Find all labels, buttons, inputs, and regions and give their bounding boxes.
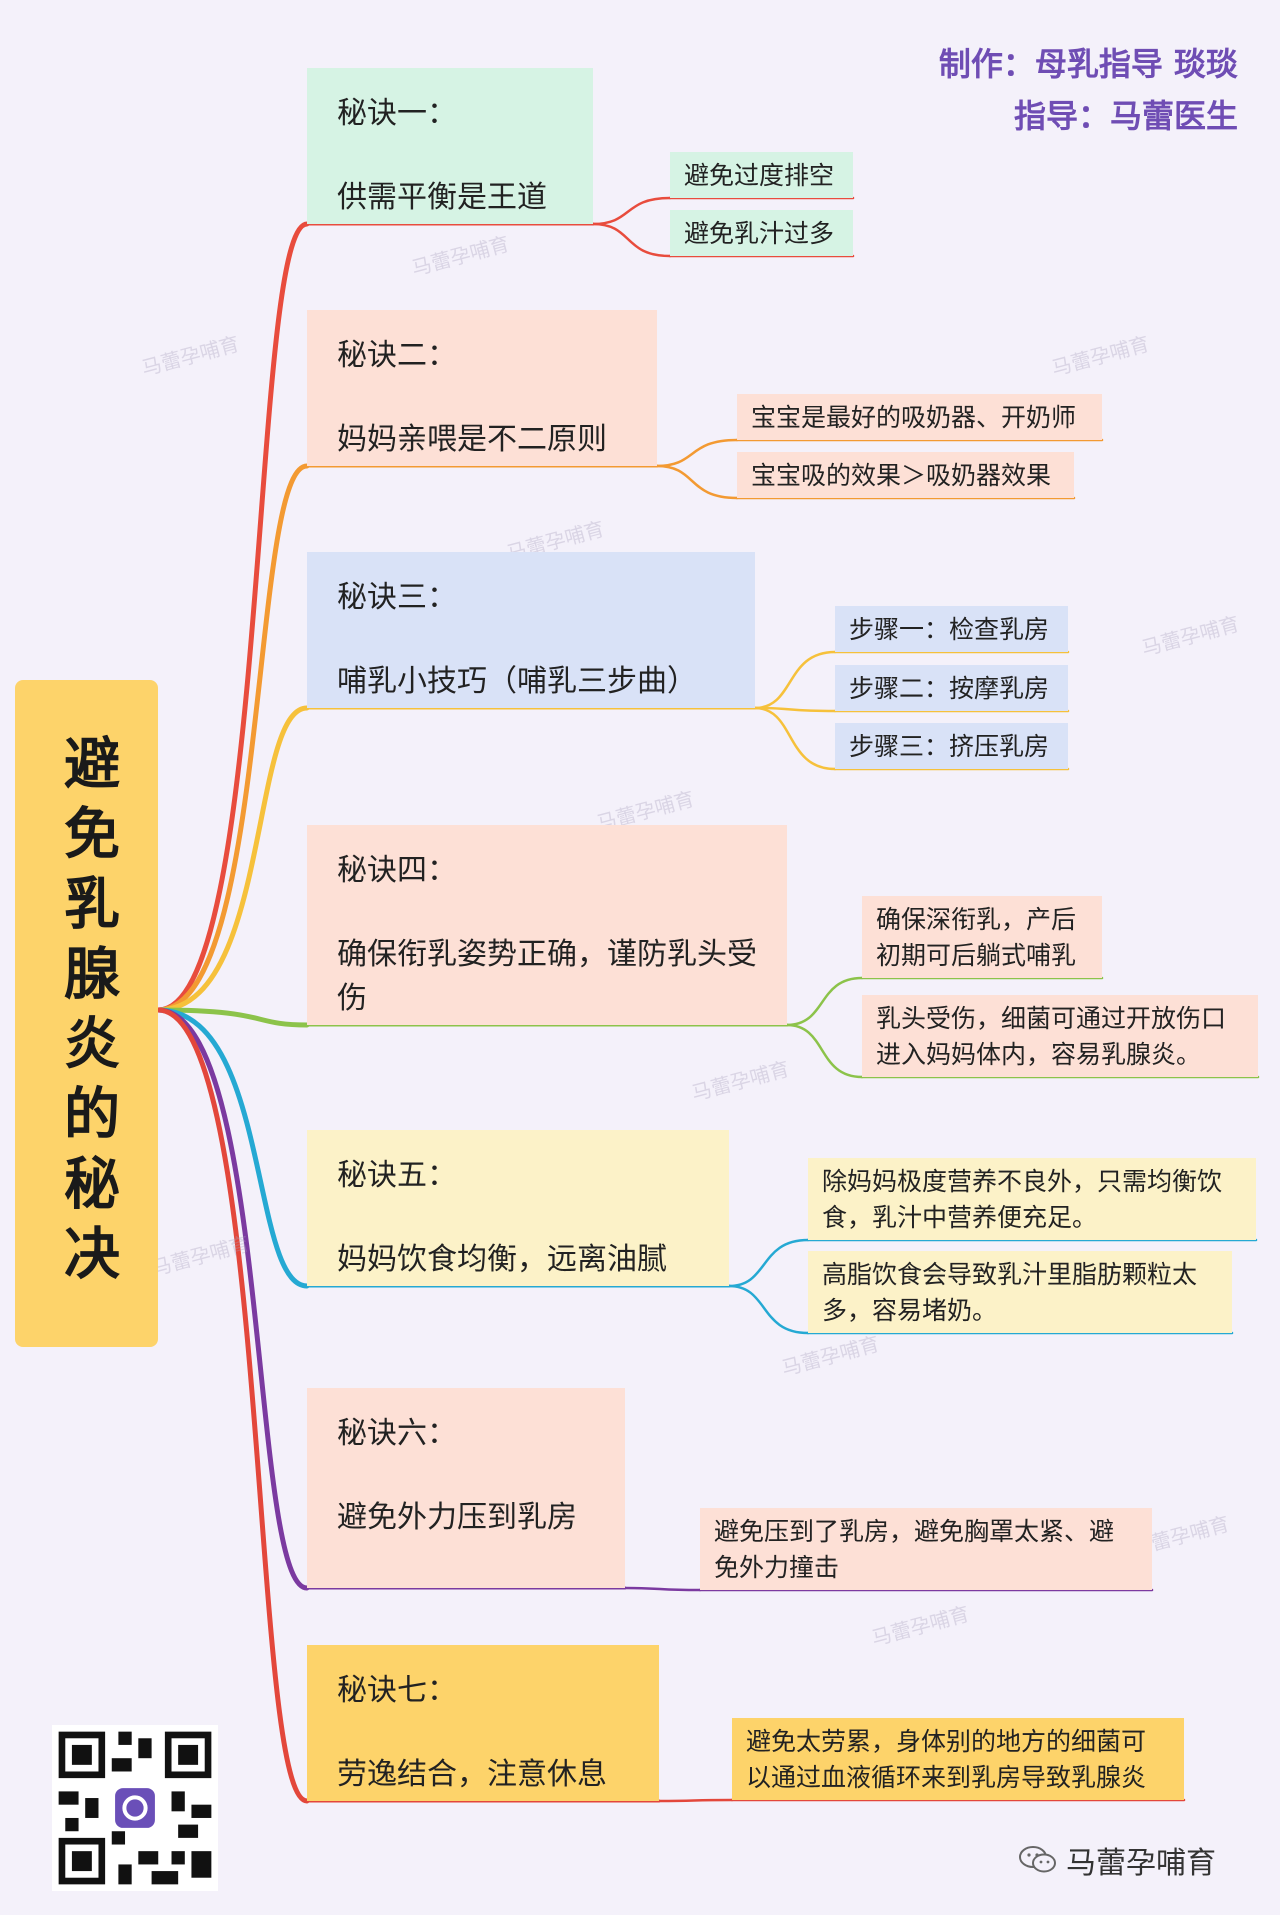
branch-subtitle: 供需平衡是王道 xyxy=(337,180,547,215)
brand-name: 马蕾孕哺育 xyxy=(1066,1846,1216,1881)
branch-card: 秘诀一： 供需平衡是王道 xyxy=(307,68,593,224)
leaf-connector xyxy=(591,196,672,226)
branch-card: 秘诀五： 妈妈饮食均衡，远离油腻 xyxy=(307,1130,729,1286)
watermark: 马蕾孕哺育 xyxy=(148,1231,252,1281)
leaf-connector xyxy=(753,650,837,710)
branch-connector xyxy=(155,1007,310,1028)
leaf-connector xyxy=(655,464,739,500)
branch-card: 秘诀四： 确保衔乳姿势正确，谨防乳头受伤 xyxy=(307,825,787,1025)
leaf-node: 宝宝吸的效果＞吸奶器效果 xyxy=(737,452,1074,498)
branch-connector xyxy=(155,705,310,1013)
wechat-icon xyxy=(1019,1846,1056,1873)
leaf-connector xyxy=(753,706,837,771)
leaf-node: 步骤二：按摩乳房 xyxy=(835,665,1068,711)
branch-title: 秘诀七： xyxy=(337,1673,457,1708)
branch-subtitle: 劳逸结合，注意休息 xyxy=(337,1757,607,1792)
branch-connector xyxy=(155,1007,310,1804)
leaf-connector xyxy=(727,1238,810,1288)
branch-card: 秘诀六： 避免外力压到乳房 xyxy=(307,1388,625,1588)
watermark: 马蕾孕哺育 xyxy=(688,1056,792,1106)
watermark: 马蕾孕哺育 xyxy=(868,1601,972,1651)
branch-title: 秘诀一： xyxy=(337,96,457,131)
leaf-connector xyxy=(785,976,864,1027)
leaf-node: 确保深衔乳，产后初期可后躺式哺乳 xyxy=(862,896,1102,978)
leaf-node: 避免太劳累，身体别的地方的细菌可以通过血液循环来到乳房导致乳腺炎 xyxy=(732,1718,1184,1800)
branch-connector xyxy=(155,1007,310,1591)
leaf-connector xyxy=(727,1284,810,1335)
leaf-node: 除妈妈极度营养不良外，只需均衡饮食，乳汁中营养便充足。 xyxy=(808,1158,1256,1240)
leaf-connector xyxy=(657,1798,734,1803)
watermark: 马蕾孕哺育 xyxy=(1048,331,1152,381)
credit-maker: 制作：母乳指导 琰琰 xyxy=(938,45,1238,83)
leaf-connector xyxy=(785,1023,864,1079)
qr-code-icon xyxy=(52,1725,218,1891)
leaf-node: 乳头受伤，细菌可通过开放伤口进入妈妈体内，容易乳腺炎。 xyxy=(862,995,1258,1077)
branch-subtitle: 避免外力压到乳房 xyxy=(337,1500,577,1535)
watermark: 马蕾孕哺育 xyxy=(138,331,242,381)
branch-title: 秘诀三： xyxy=(337,580,457,615)
branch-subtitle: 哺乳小技巧（哺乳三步曲） xyxy=(337,664,697,699)
leaf-node: 高脂饮食会导致乳汁里脂肪颗粒太多，容易堵奶。 xyxy=(808,1251,1232,1333)
leaf-connector xyxy=(753,706,837,713)
branch-title: 秘诀六： xyxy=(337,1416,457,1451)
leaf-node: 避免压到了乳房，避免胸罩太紧、避免外力撞击 xyxy=(700,1508,1152,1590)
watermark: 马蕾孕哺育 xyxy=(1138,611,1242,661)
leaf-connector xyxy=(623,1586,702,1592)
leaf-connector xyxy=(655,438,739,468)
watermark: 马蕾孕哺育 xyxy=(778,1331,882,1381)
root-node: 避免乳腺炎的秘决 xyxy=(15,680,158,1347)
leaf-node: 宝宝是最好的吸奶器、开奶师 xyxy=(737,394,1102,440)
credits: 制作：母乳指导 琰琰 指导：马蕾医生 xyxy=(939,38,1238,142)
credit-guide: 指导：马蕾医生 xyxy=(1013,97,1238,135)
leaf-node: 步骤一：检查乳房 xyxy=(835,606,1068,652)
branch-subtitle: 确保衔乳姿势正确，谨防乳头受伤 xyxy=(337,937,757,1016)
branch-subtitle: 妈妈饮食均衡，远离油腻 xyxy=(337,1242,667,1277)
leaf-node: 避免过度排空 xyxy=(670,152,853,198)
leaf-node: 避免乳汁过多 xyxy=(670,210,853,256)
brand: 马蕾孕哺育 xyxy=(1018,1838,1216,1882)
watermark: 马蕾孕哺育 xyxy=(408,231,512,281)
branch-title: 秘诀五： xyxy=(337,1158,457,1193)
branch-card: 秘诀二： 妈妈亲喂是不二原则 xyxy=(307,310,657,466)
branch-connector xyxy=(155,463,310,1013)
branch-card: 秘诀七： 劳逸结合，注意休息 xyxy=(307,1645,659,1801)
leaf-connector xyxy=(591,222,672,258)
leaf-node: 步骤三：挤压乳房 xyxy=(835,723,1068,769)
branch-card: 秘诀三： 哺乳小技巧（哺乳三步曲） xyxy=(307,552,755,708)
root-title: 避免乳腺炎的秘决 xyxy=(54,733,120,1294)
branch-title: 秘诀二： xyxy=(337,338,457,373)
branch-subtitle: 妈妈亲喂是不二原则 xyxy=(337,422,607,457)
branch-title: 秘诀四： xyxy=(337,853,457,888)
